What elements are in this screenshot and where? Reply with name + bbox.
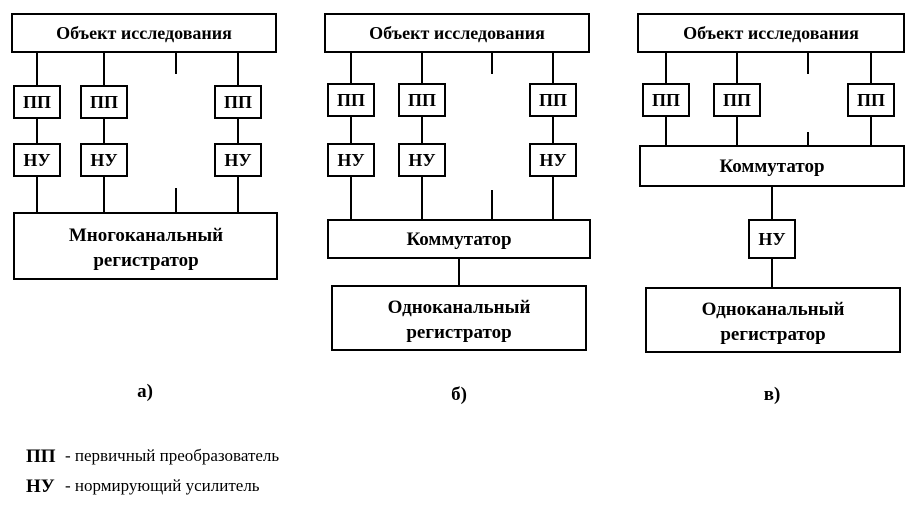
sensor-box-c3 bbox=[847, 83, 895, 117]
sensor-box-c1 bbox=[642, 83, 690, 117]
diagram-a: Объект исследования ПП ПП ПП НУ НУ НУ Мн… bbox=[11, 13, 278, 402]
object-box-b bbox=[324, 13, 590, 53]
object-label-a: Объект исследования bbox=[56, 23, 232, 43]
sensor-label: ПП bbox=[408, 90, 436, 110]
caption-a: а) bbox=[137, 381, 153, 402]
sensor-label: ПП bbox=[23, 92, 51, 112]
sensor-label: ПП bbox=[90, 92, 118, 112]
amp-label: НУ bbox=[539, 150, 566, 170]
amp-label: НУ bbox=[758, 229, 785, 249]
recorder-label-line1: Одноканальный bbox=[388, 297, 531, 318]
recorder-box-a bbox=[13, 212, 278, 280]
amp-label: НУ bbox=[337, 150, 364, 170]
recorder-label-line2: регистратор bbox=[720, 324, 825, 345]
amp-label: НУ bbox=[23, 150, 50, 170]
amp-label: НУ bbox=[224, 150, 251, 170]
legend-key-sensor: ПП bbox=[26, 446, 56, 467]
amp-box-a1 bbox=[13, 143, 61, 177]
object-label-c: Объект исследования bbox=[683, 23, 859, 43]
sensor-label: ПП bbox=[539, 90, 567, 110]
legend: ПП - первичный преобразователь НУ - норм… bbox=[26, 446, 279, 497]
object-box-c bbox=[637, 13, 905, 53]
legend-key-amp: НУ bbox=[26, 476, 55, 497]
diagram-b: Объект исследования ПП ПП ПП НУ НУ НУ Ко… bbox=[324, 13, 591, 405]
recorder-box-c bbox=[645, 287, 901, 353]
recorder-label-line1: Одноканальный bbox=[702, 299, 845, 320]
legend-text-amp: - нормирующий усилитель bbox=[65, 476, 260, 495]
sensor-label: ПП bbox=[337, 90, 365, 110]
amp-box-b2 bbox=[398, 143, 446, 177]
sensor-label: ПП bbox=[652, 90, 680, 110]
amp-label: НУ bbox=[90, 150, 117, 170]
recorder-label-line2: регистратор bbox=[406, 322, 511, 343]
switch-box-c bbox=[639, 145, 905, 187]
object-label-b: Объект исследования bbox=[369, 23, 545, 43]
switch-box-b bbox=[327, 219, 591, 259]
sensor-label: ПП bbox=[857, 90, 885, 110]
object-box-a bbox=[11, 13, 277, 53]
amp-box-a2 bbox=[80, 143, 128, 177]
recorder-label-line2: регистратор bbox=[93, 250, 198, 271]
diagram-c: Объект исследования ПП ПП ПП Коммутатор … bbox=[637, 13, 905, 405]
sensor-box-b3 bbox=[529, 83, 577, 117]
caption-b: б) bbox=[451, 384, 467, 405]
amp-box-b1 bbox=[327, 143, 375, 177]
recorder-box-b bbox=[331, 285, 587, 351]
switch-label-b: Коммутатор bbox=[406, 229, 511, 250]
switch-label-c: Коммутатор bbox=[719, 156, 824, 177]
caption-c: в) bbox=[764, 384, 781, 405]
legend-text-sensor: - первичный преобразователь bbox=[65, 446, 279, 465]
recorder-label-line1: Многоканальный bbox=[69, 225, 223, 246]
sensor-box-b2 bbox=[398, 83, 446, 117]
sensor-label: ПП bbox=[723, 90, 751, 110]
amp-label: НУ bbox=[408, 150, 435, 170]
sensor-box-a2 bbox=[80, 85, 128, 119]
sensor-label: ПП bbox=[224, 92, 252, 112]
